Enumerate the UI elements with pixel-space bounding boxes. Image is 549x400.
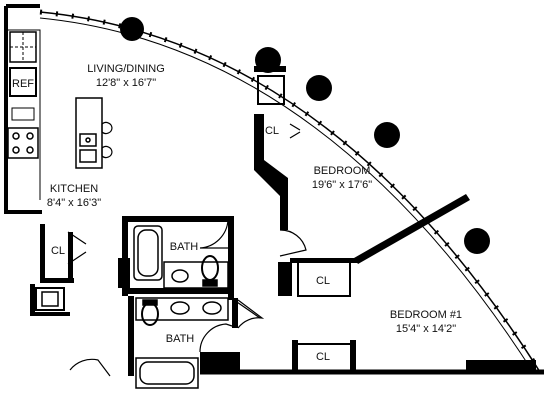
closet-kitchen-label: CL [51, 245, 65, 257]
column [374, 122, 400, 148]
bedroom-size: 19'6" x 17'6" [312, 179, 372, 191]
kitchen-island [75, 97, 113, 169]
column [120, 17, 144, 41]
bedroom1-size: 15'4" x 14'2" [396, 323, 456, 335]
closet-bedroom-label: CL [265, 125, 279, 137]
ref-label: REF [12, 78, 34, 90]
bedroom1-name: BEDROOM #1 [390, 309, 462, 321]
kitchen-name: KITCHEN [50, 183, 98, 195]
closet-mid-label: CL [316, 275, 330, 287]
bath-lower-label: BATH [166, 333, 195, 345]
interior-walls [30, 66, 536, 376]
bath-fixtures [35, 225, 229, 389]
bath-upper-label: BATH [170, 241, 199, 253]
column [464, 228, 490, 254]
closet-bedroom1-label: CL [316, 351, 330, 363]
bedroom-name: BEDROOM [314, 165, 371, 177]
room-labels: LIVING/DINING 12'8" x 16'7" KITCHEN 8'4"… [47, 63, 462, 363]
curved-window-wall [39, 9, 543, 374]
column [306, 75, 332, 101]
doors [67, 123, 307, 377]
kitchen-size: 8'4" x 16'3" [47, 197, 101, 209]
kitchen-fixtures [6, 29, 41, 200]
living-dining-size: 12'8" x 16'7" [96, 77, 156, 89]
living-dining-name: LIVING/DINING [87, 63, 165, 75]
closet-frames [257, 75, 351, 345]
